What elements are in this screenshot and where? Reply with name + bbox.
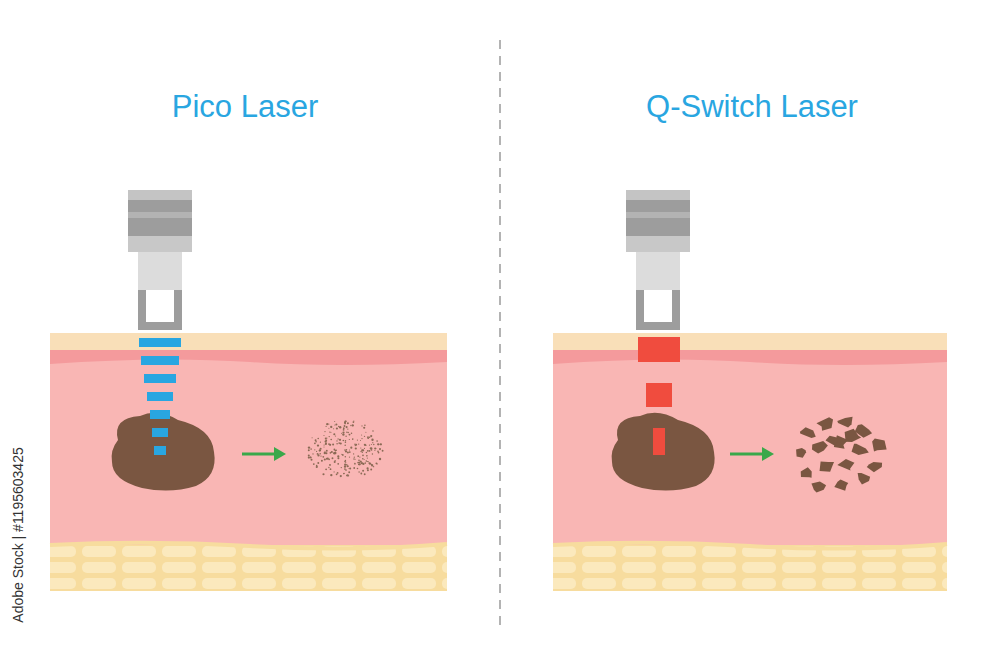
result-arrow (242, 447, 774, 461)
watermark: Adobe Stock | #1195603425 (10, 447, 26, 622)
laser-handpiece (626, 190, 690, 330)
panel-heading: Pico Laser (172, 89, 318, 125)
pigment-particles (308, 420, 384, 477)
pigment-fragments (796, 417, 887, 493)
pigment-lesion (112, 413, 215, 491)
laser-handpiece (128, 190, 192, 330)
skin-section (553, 333, 947, 591)
panel-heading: Q-Switch Laser (646, 89, 858, 125)
pigment-lesion (612, 413, 715, 491)
q-switch-beam (638, 337, 680, 455)
pico-beam (139, 338, 181, 455)
divider (499, 40, 501, 625)
skin-section (50, 333, 447, 591)
